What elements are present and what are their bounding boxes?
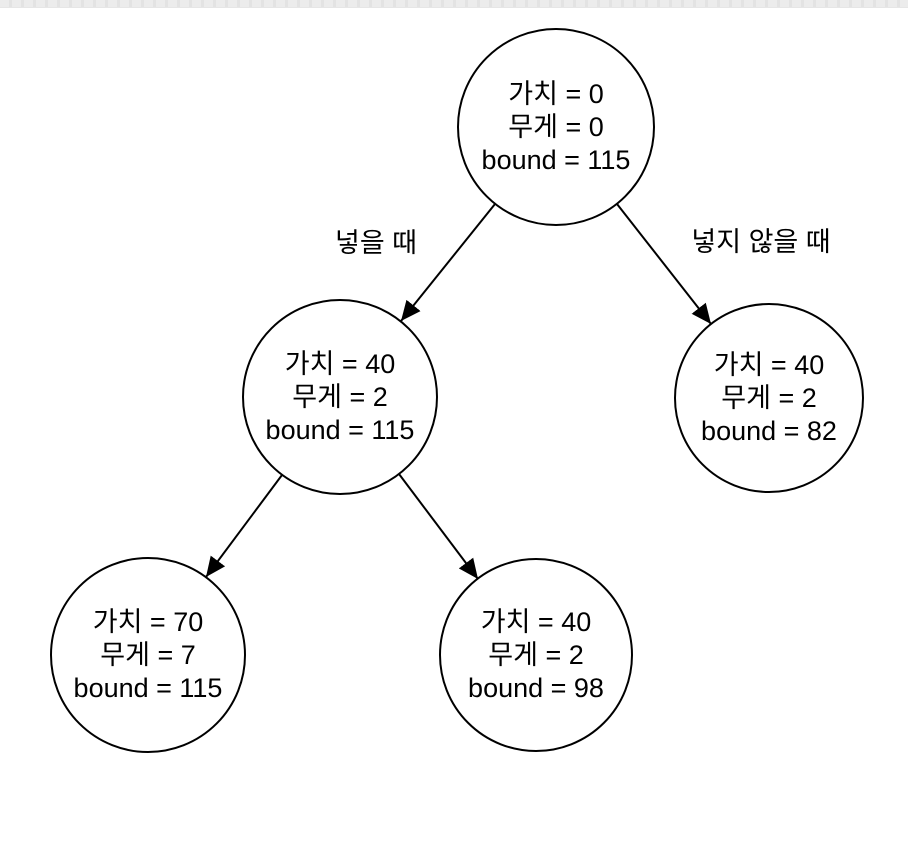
node-left-bound: bound = 115 [266, 415, 415, 445]
edge-label-include: 넣을 때 [335, 228, 417, 258]
window-top-edge [0, 0, 908, 8]
node-left-left-circle [50, 557, 246, 753]
node-root-circle [457, 28, 655, 226]
node-left-right-bound: bound = 98 [468, 673, 604, 703]
edge-left-to-leftleft-arrow [205, 474, 283, 578]
node-left-left: 가치 = 70 무게 = 7 bound = 115 [50, 557, 246, 753]
edge-left-to-leftright-arrow [398, 473, 479, 580]
node-left: 가치 = 40 무게 = 2 bound = 115 [242, 299, 438, 495]
node-right-circle [674, 303, 864, 493]
node-left-right: 가치 = 40 무게 = 2 bound = 98 [439, 558, 633, 752]
edge-root-to-right-arrow [616, 203, 712, 325]
edge-root-to-left-arrow [400, 203, 496, 322]
node-right: 가치 = 40 무게 = 2 bound = 82 [674, 303, 864, 493]
edges-group [205, 203, 712, 580]
node-left-right-value: 가치 = 40 [481, 607, 591, 637]
node-left-right-circle [439, 558, 633, 752]
node-left-weight: 무게 = 2 [292, 382, 387, 412]
node-root-weight: 무게 = 0 [508, 112, 603, 142]
edge-label-exclude: 넣지 않을 때 [691, 227, 830, 257]
node-root-bound: bound = 115 [482, 145, 631, 175]
node-left-left-weight: 무게 = 7 [100, 640, 195, 670]
node-left-left-value: 가치 = 70 [93, 607, 203, 637]
node-right-value: 가치 = 40 [714, 350, 824, 380]
node-root-value: 가치 = 0 [508, 79, 603, 109]
node-left-circle [242, 299, 438, 495]
node-right-weight: 무게 = 2 [721, 383, 816, 413]
node-left-right-weight: 무게 = 2 [488, 640, 583, 670]
node-right-bound: bound = 82 [701, 416, 837, 446]
node-left-value: 가치 = 40 [285, 349, 395, 379]
node-left-left-bound: bound = 115 [74, 673, 223, 703]
node-root: 가치 = 0 무게 = 0 bound = 115 [457, 28, 655, 226]
